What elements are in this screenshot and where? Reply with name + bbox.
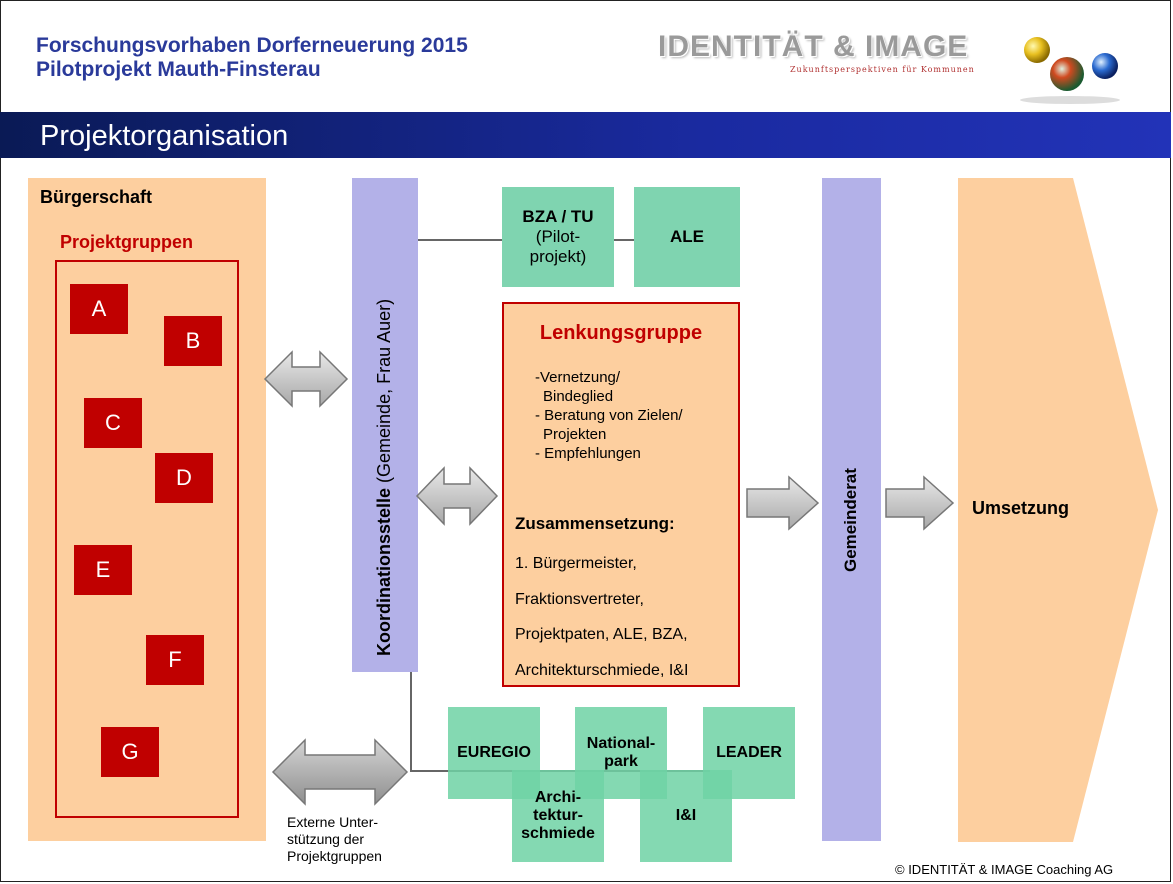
extern-line: Projektgruppen <box>287 848 382 864</box>
archi-line2: tektur- <box>533 807 583 824</box>
koordinationsstelle-detail: (Gemeinde, Frau Auer) <box>374 298 394 488</box>
group-box-f: F <box>146 635 204 685</box>
bza-tu-title: BZA / TU <box>522 207 594 226</box>
group-box-g: G <box>101 727 159 777</box>
connector-bza-ale <box>614 239 634 241</box>
archi-line3: schmiede <box>521 825 595 842</box>
group-box-d: D <box>155 453 213 503</box>
bullet-item: - Empfehlungen <box>535 445 641 462</box>
member-item: Projektpaten, ALE, BZA, <box>515 626 688 643</box>
group-box-c: C <box>84 398 142 448</box>
projektgruppen-frame <box>55 260 239 818</box>
buergerschaft-label: Bürgerschaft <box>40 187 153 207</box>
gemeinderat-bar <box>822 178 881 841</box>
group-box-b: B <box>164 316 222 366</box>
group-box-e: E <box>74 545 132 595</box>
double-arrow-extern <box>271 738 409 806</box>
gemeinderat-label: Gemeinderat <box>841 468 860 572</box>
title-bar <box>0 112 1171 158</box>
member-item: Architekturschmiede, I&I <box>515 661 689 679</box>
lenkungsgruppe-bullets: -Vernetzung/ Bindeglied - Beratung von Z… <box>535 368 683 463</box>
connector-down <box>410 672 412 772</box>
copyright: © IDENTITÄT & IMAGE Coaching AG <box>895 862 1114 877</box>
bullet-item: Bindeglied <box>543 388 614 405</box>
marbles-icon <box>1020 37 1120 104</box>
architekturschmiede-box: Archi- tektur- schmiede <box>512 770 604 862</box>
ale-box: ALE <box>634 187 740 287</box>
extern-line: stützung der <box>287 831 365 847</box>
zusammensetzung-title: Zusammensetzung: <box>515 514 675 533</box>
umsetzung-label: Umsetzung <box>972 498 1070 518</box>
bza-tu-sub2: projekt) <box>529 247 587 266</box>
nationalpark-line1: National- <box>586 735 656 752</box>
connector-top <box>418 239 502 241</box>
bullet-item: -Vernetzung/ <box>535 369 621 386</box>
member-item: Fraktionsvertreter, <box>515 590 644 608</box>
umsetzung-chevron <box>958 178 1158 842</box>
archi-line1: Archi- <box>534 789 582 806</box>
bza-tu-sub1: (Pilot- <box>535 227 581 246</box>
bza-tu-box: BZA / TU (Pilot- projekt) <box>502 187 614 287</box>
logo-subtitle: Zukunftsperspektiven für Kommunen <box>790 65 975 74</box>
koordinationsstelle-label: Koordinationsstelle (Gemeinde, Frau Auer… <box>374 176 395 656</box>
lenkungsgruppe-title: Lenkungsgruppe <box>539 322 703 344</box>
header-title: Forschungsvorhaben Dorferneuerung 2015 P… <box>36 34 468 82</box>
zusammensetzung-list: 1. Bürgermeister, Fraktionsvertreter, Pr… <box>515 546 688 688</box>
extern-line: Externe Unter- <box>287 814 379 830</box>
arrow-to-gemeinderat <box>746 475 820 531</box>
logo-text: IDENTITÄT & IMAGE <box>658 30 969 63</box>
double-arrow-lenkungsgruppe <box>415 466 499 526</box>
double-arrow-buergerschaft <box>263 350 349 408</box>
bullet-item: Projekten <box>543 426 607 443</box>
bullet-item: - Beratung von Zielen/ <box>535 407 683 424</box>
koordinationsstelle-bar <box>352 178 418 672</box>
koordinationsstelle-title: Koordinationsstelle <box>374 487 394 656</box>
page-title: Projektorganisation <box>40 120 289 152</box>
header-line-2: Pilotprojekt Mauth-Finsterau <box>36 58 321 81</box>
header-line-1: Forschungsvorhaben Dorferneuerung 2015 <box>36 34 468 57</box>
nationalpark-line2: park <box>604 753 638 770</box>
ii-box: I&I <box>640 770 732 862</box>
group-box-a: A <box>70 284 128 334</box>
member-item: 1. Bürgermeister, <box>515 555 637 572</box>
extern-label: Externe Unter- stützung der Projektgrupp… <box>287 814 382 865</box>
lenkungsgruppe-box <box>502 302 740 687</box>
projektgruppen-label: Projektgruppen <box>60 232 194 252</box>
arrow-to-umsetzung <box>885 475 955 531</box>
